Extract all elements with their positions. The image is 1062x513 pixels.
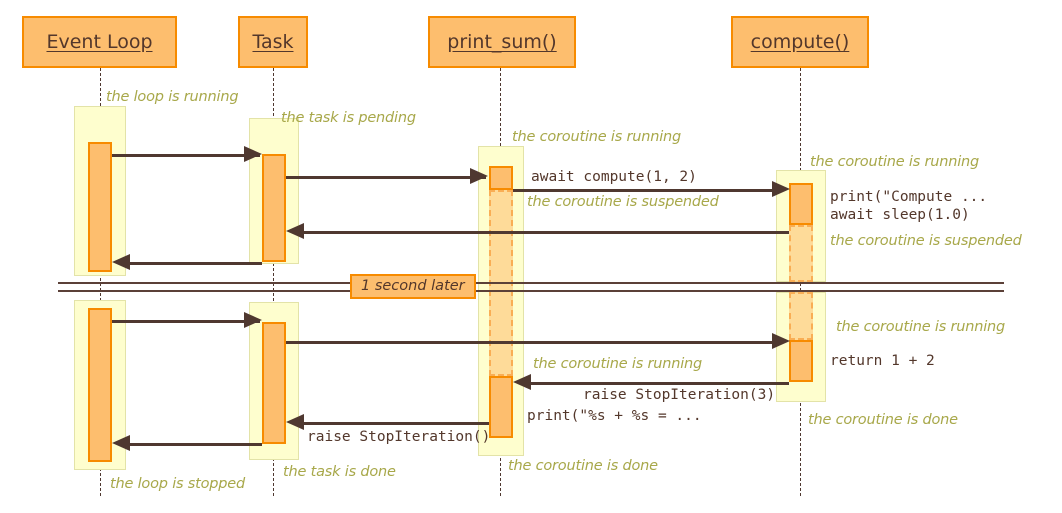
divider-line-bottom (58, 290, 1004, 292)
participant-label: Task (252, 31, 294, 53)
participant-label: Event Loop (46, 31, 153, 53)
note-loop-running: the loop is running (106, 89, 239, 105)
arrowhead-right (244, 312, 262, 328)
arrowhead-right (244, 146, 262, 162)
message-line-task-to-printsum-1 (286, 176, 486, 179)
activation-compute-suspended-1 (789, 225, 813, 282)
arrowhead-right (470, 168, 488, 184)
message-label-raise-stopiteration: raise StopIteration() (307, 429, 491, 445)
arrowhead-left (286, 414, 304, 430)
arrowhead-right (772, 333, 790, 349)
participant-event-loop[interactable]: Event Loop (22, 16, 177, 68)
message-line-compute-to-printsum (527, 382, 789, 385)
activation-task-1 (262, 154, 286, 262)
activation-task-2 (262, 322, 286, 444)
activation-event-loop-1 (88, 142, 112, 272)
message-line-loop-to-task-2 (112, 320, 260, 323)
message-label-print-sum-result: print("%s + %s = ... (527, 408, 702, 424)
message-line-compute-to-task-1 (300, 231, 789, 234)
note-compute-done: the coroutine is done (808, 412, 958, 428)
message-line-printsum-to-task (300, 422, 489, 425)
arrowhead-left (513, 374, 531, 390)
arrowhead-right (772, 181, 790, 197)
message-line-task-to-compute (286, 341, 775, 344)
arrowhead-left (112, 254, 130, 270)
note-task-done: the task is done (283, 464, 396, 480)
activation-compute-running-2 (789, 340, 813, 382)
activation-print-sum-running-2 (489, 376, 513, 438)
participant-compute[interactable]: compute() (731, 16, 869, 68)
message-label-return: return 1 + 2 (830, 353, 935, 369)
arrowhead-left (112, 435, 130, 451)
message-line-loop-to-task-1 (112, 154, 260, 157)
message-label-print-compute: print("Compute ... (830, 189, 988, 205)
note-print-sum-done: the coroutine is done (508, 458, 658, 474)
activation-event-loop-2 (88, 308, 112, 462)
message-label-raise-stopiteration-3: raise StopIteration(3) (583, 387, 776, 403)
message-label-await-compute: await compute(1, 2) (531, 169, 697, 185)
note-print-sum-running: the coroutine is running (512, 129, 682, 145)
note-print-sum-running-2: the coroutine is running (533, 356, 703, 372)
note-task-pending: the task is pending (281, 110, 416, 126)
note-compute-running-2: the coroutine is running (836, 319, 1006, 335)
participant-label: print_sum() (447, 31, 557, 53)
activation-compute-suspended-2 (789, 292, 813, 340)
note-loop-stopped: the loop is stopped (110, 476, 246, 492)
participant-label: compute() (750, 31, 850, 53)
note-print-sum-suspended: the coroutine is suspended (527, 194, 719, 210)
activation-print-sum-running-1 (489, 166, 513, 190)
message-line-task-to-loop-1 (126, 262, 262, 265)
arrowhead-left (286, 223, 304, 239)
participant-task[interactable]: Task (238, 16, 308, 68)
message-line-printsum-to-compute (513, 189, 775, 192)
participant-print-sum[interactable]: print_sum() (428, 16, 576, 68)
note-compute-suspended: the coroutine is suspended (830, 233, 1022, 249)
note-compute-running: the coroutine is running (810, 154, 980, 170)
divider-line-top (58, 282, 1004, 284)
message-label-await-sleep: await sleep(1.0) (830, 207, 970, 223)
message-line-task-to-loop-2 (126, 443, 262, 446)
activation-compute-running-1 (789, 183, 813, 225)
divider-label-1-second-later: 1 second later (350, 274, 476, 299)
